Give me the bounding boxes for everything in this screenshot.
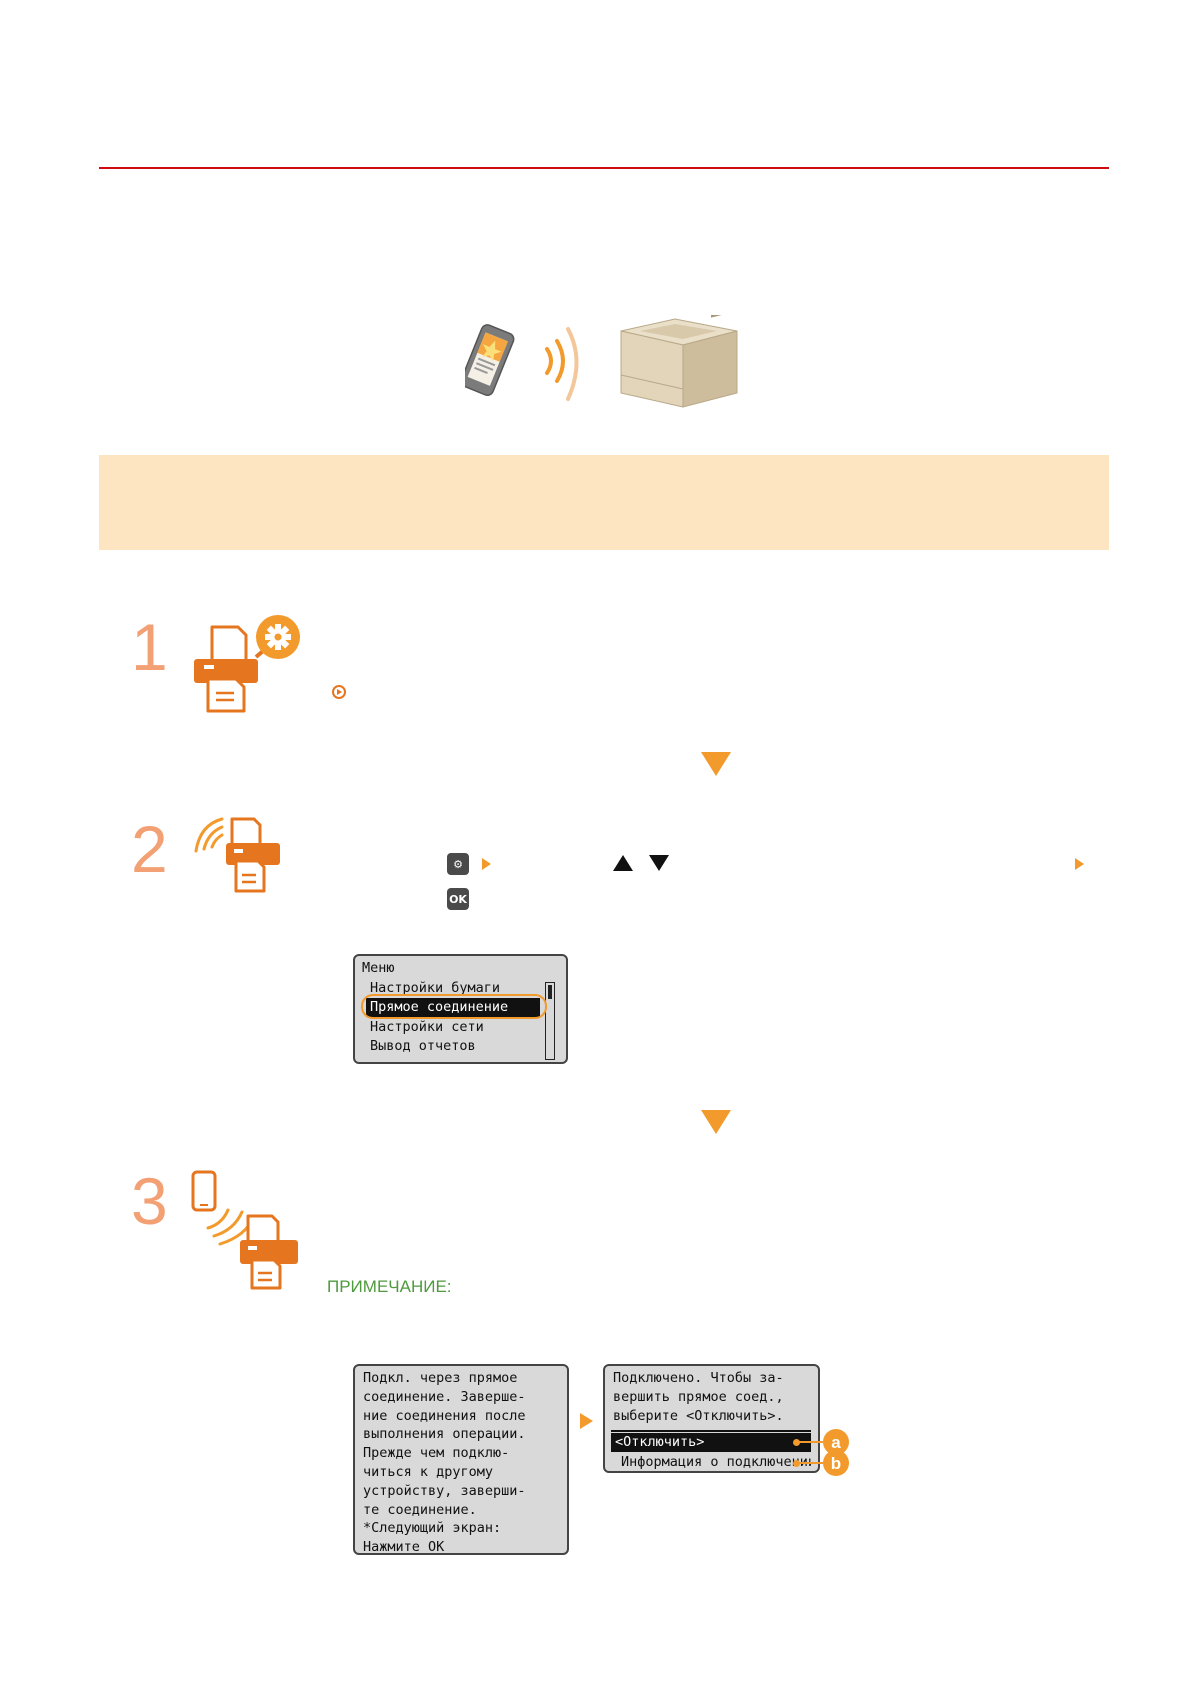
smartphone-to-printer-icon: [460, 309, 738, 408]
lcd-menu-screen: Меню Настройки бумаги Прямое соединение …: [353, 954, 568, 1064]
then-arrow-icon: [1075, 858, 1084, 870]
callout-b-badge: b: [823, 1450, 849, 1476]
smartphone-wireless-printer-icon: [190, 1170, 310, 1295]
step-number-2: 2: [131, 812, 168, 886]
callout-a-dot: [793, 1439, 800, 1446]
connection-info-item-wrap[interactable]: Информация о подключении: [611, 1453, 811, 1472]
printer-settings-icon: [190, 615, 310, 720]
selection-callout-ring: [361, 994, 547, 1019]
hero-illustration: [460, 309, 755, 415]
lcd-menu-item[interactable]: Настройки бумаги: [370, 980, 501, 996]
lcd-scrollbar[interactable]: [545, 982, 555, 1060]
lcd-menu-item[interactable]: Настройки сети: [370, 1019, 484, 1035]
lcd-notice-text: Подкл. через прямое соединение. Заверше-…: [363, 1370, 526, 1556]
then-arrow-icon: [482, 858, 491, 870]
lcd-connected-text: Подключено. Чтобы за- вершить прямое сое…: [613, 1370, 784, 1424]
menu-key-icon[interactable]: ⚙: [447, 853, 469, 875]
lcd-scroll-thumb[interactable]: [548, 985, 552, 999]
lcd-menu-item-selected[interactable]: Прямое соединение: [370, 999, 509, 1015]
lcd-selection-highlight: [611, 1433, 811, 1452]
callout-b-line: [797, 1462, 823, 1464]
link-marker-icon[interactable]: [332, 685, 346, 704]
lcd-connected-screen: Подключено. Чтобы за- вершить прямое сое…: [603, 1364, 820, 1473]
down-arrow-key-icon[interactable]: [648, 854, 670, 877]
connection-info-item[interactable]: Информация о подключении: [621, 1454, 811, 1470]
step-number-1: 1: [131, 610, 168, 684]
next-step-arrow: [701, 1110, 731, 1134]
note-banner: [99, 455, 1109, 550]
printer-wireless-icon: [192, 815, 292, 900]
ok-key-icon[interactable]: OK: [447, 888, 469, 910]
lcd-menu-title: Меню: [362, 960, 395, 976]
lcd-connection-notice-screen: Подкл. через прямое соединение. Заверше-…: [353, 1364, 569, 1555]
note-label: ПРИМЕЧАНИЕ:: [327, 1277, 452, 1296]
lcd-menu-item[interactable]: Вывод отчетов: [370, 1038, 476, 1054]
disconnect-item[interactable]: <Отключить>: [615, 1434, 705, 1450]
lcd-divider: [611, 1430, 811, 1432]
up-arrow-key-icon[interactable]: [612, 854, 634, 877]
callout-b-dot: [793, 1460, 800, 1467]
callout-a-line: [797, 1441, 823, 1443]
step-number-3: 3: [131, 1164, 168, 1238]
header-rule: [99, 167, 1109, 169]
lcd-selection-highlight: [366, 998, 540, 1017]
next-screen-arrow: [580, 1413, 593, 1429]
next-step-arrow: [701, 752, 731, 776]
